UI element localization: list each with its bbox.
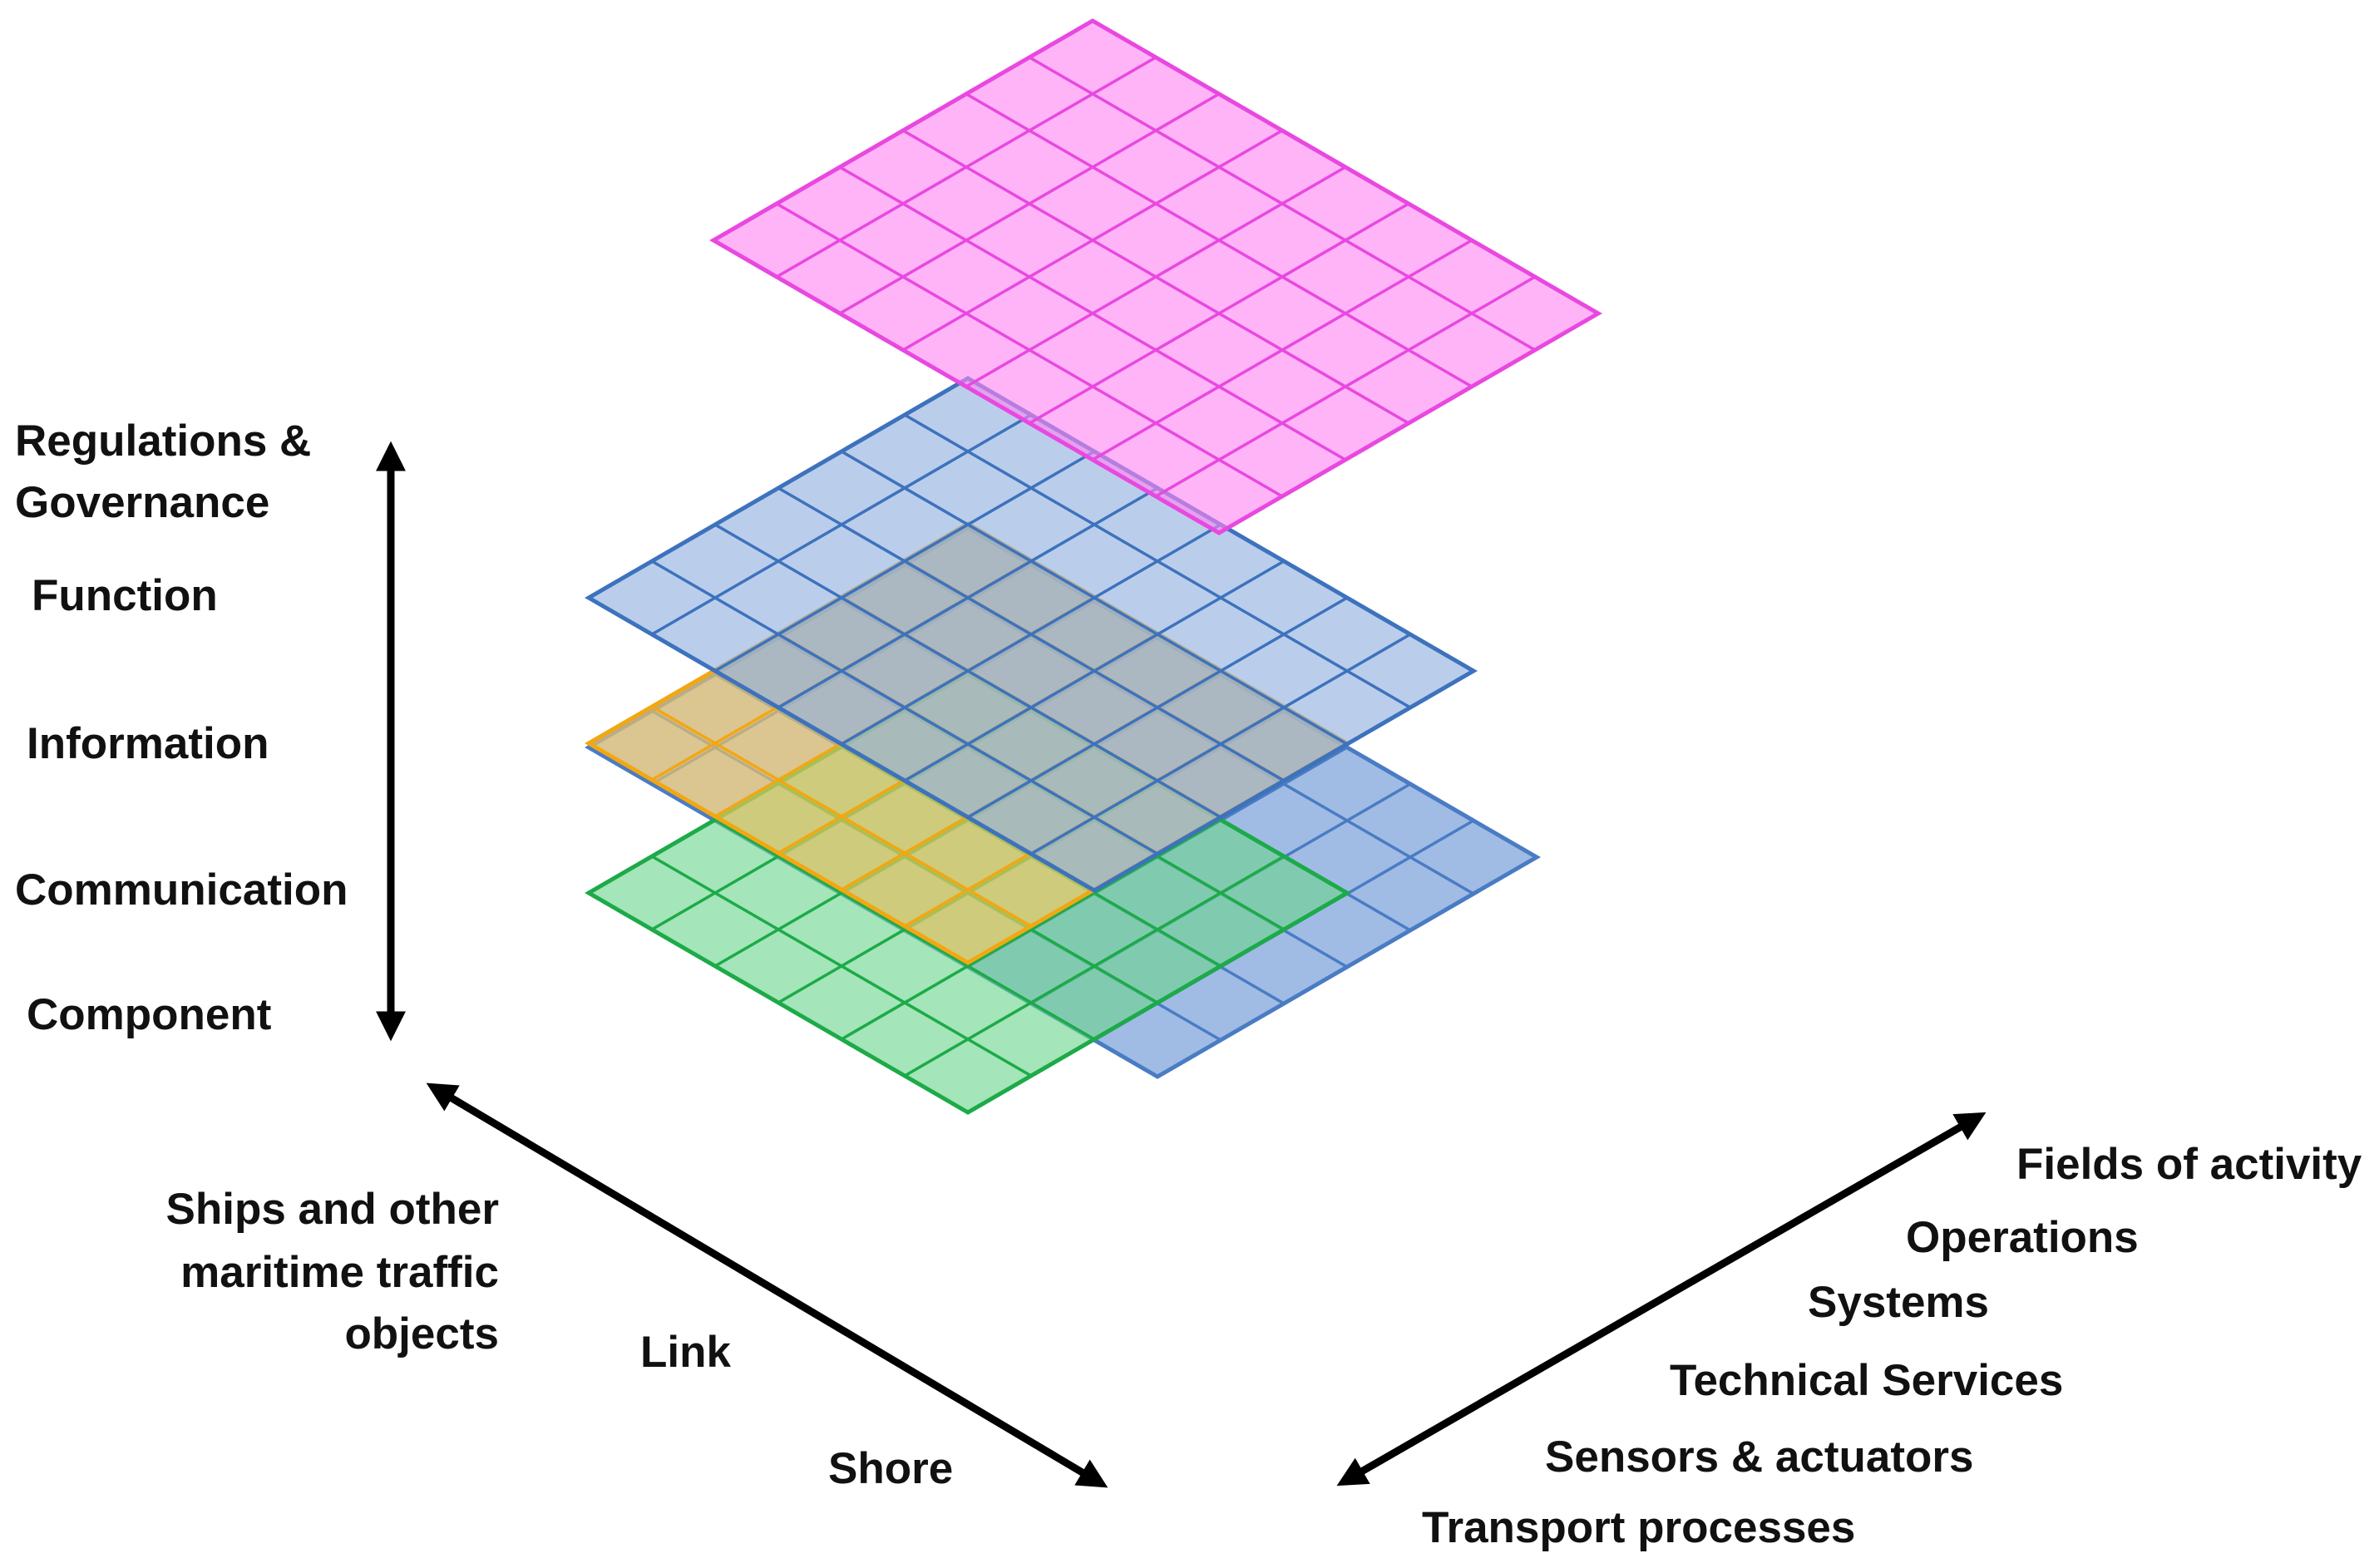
label-transport-processes: Transport processes	[1422, 1503, 1855, 1552]
grid-line	[839, 165, 1346, 461]
label-shore: Shore	[828, 1444, 953, 1493]
grid-line	[902, 129, 1409, 425]
grid-line	[651, 855, 1032, 1077]
label-technical-services: Technical Services	[1670, 1356, 2063, 1405]
grid-line	[904, 413, 1411, 709]
grid-line	[714, 818, 1095, 1041]
vertical-axis: Regulations & Governance Function Inform…	[15, 417, 406, 1042]
label-ships-line3: objects	[344, 1309, 499, 1358]
left-axis: Ships and other maritime traffic objects…	[166, 1082, 1108, 1493]
layer-function	[585, 376, 1478, 893]
label-operations: Operations	[1906, 1213, 2139, 1262]
grid-line	[714, 523, 1222, 819]
label-systems: Systems	[1808, 1278, 1989, 1327]
grid-line	[1029, 56, 1536, 352]
label-regulations-line2: Governance	[15, 478, 269, 527]
label-fields-of-activity: Fields of activity	[2016, 1140, 2362, 1189]
layer-regulations-governance	[709, 18, 1602, 535]
right-axis: Fields of activity Operations Systems Te…	[1336, 1112, 2362, 1552]
label-sensors-actuators: Sensors & actuators	[1545, 1432, 1973, 1482]
grid-line	[841, 450, 1348, 746]
label-ships-line2: maritime traffic	[180, 1248, 499, 1297]
grid-line	[651, 560, 1158, 855]
label-link: Link	[640, 1328, 731, 1377]
grid-line	[651, 705, 1032, 928]
label-information: Information	[27, 719, 269, 768]
label-communication: Communication	[15, 865, 348, 915]
grid-line	[776, 202, 1283, 498]
label-component: Component	[27, 990, 271, 1039]
label-ships-line1: Ships and other	[166, 1185, 499, 1234]
left-axis-arrow	[426, 1082, 1108, 1488]
label-regulations-line1: Regulations &	[15, 417, 311, 466]
layer-stack	[585, 18, 1602, 1115]
label-function: Function	[32, 571, 218, 620]
grid-line	[965, 92, 1473, 388]
right-axis-arrow	[1336, 1112, 1987, 1487]
grid-line	[777, 486, 1285, 782]
